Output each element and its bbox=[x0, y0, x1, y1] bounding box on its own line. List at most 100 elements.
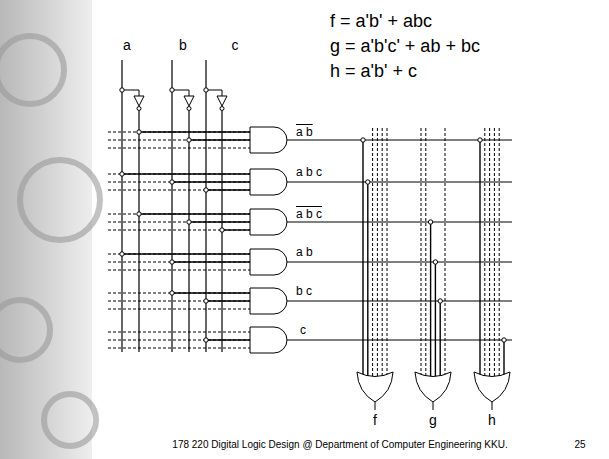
connection-dot bbox=[478, 138, 482, 142]
and-gate bbox=[250, 127, 287, 153]
unused-wire bbox=[445, 128, 446, 377]
unused-wire bbox=[108, 222, 250, 223]
wire bbox=[206, 300, 250, 301]
inverter-bubble bbox=[137, 107, 141, 111]
wire bbox=[287, 222, 512, 223]
wire bbox=[222, 229, 250, 230]
connection-dot bbox=[137, 130, 141, 134]
wire bbox=[122, 90, 139, 96]
wire bbox=[172, 292, 250, 293]
wire bbox=[479, 140, 480, 377]
wire bbox=[492, 402, 493, 410]
wire bbox=[171, 60, 172, 352]
connection-dot bbox=[120, 172, 124, 176]
connection-dot bbox=[170, 260, 174, 264]
wire bbox=[206, 339, 250, 340]
wire bbox=[440, 301, 441, 377]
product-term: a b bbox=[296, 246, 313, 258]
inverter bbox=[217, 96, 227, 106]
connection-dot bbox=[170, 291, 174, 295]
unused-wire bbox=[382, 128, 383, 377]
unused-wire bbox=[108, 214, 250, 215]
wire bbox=[139, 213, 250, 214]
and-gate bbox=[250, 249, 287, 275]
unused-wire bbox=[108, 348, 250, 349]
wire bbox=[121, 60, 122, 352]
unused-wire bbox=[108, 309, 250, 310]
and-gate bbox=[250, 169, 287, 195]
unused-wire bbox=[108, 182, 250, 183]
unused-wire bbox=[372, 128, 373, 377]
connection-dot bbox=[204, 299, 208, 303]
input-name: c bbox=[232, 38, 239, 52]
wire bbox=[433, 402, 434, 410]
unused-wire bbox=[108, 230, 250, 231]
connection-dot bbox=[204, 88, 208, 92]
connection-dot bbox=[433, 260, 437, 264]
unused-wire bbox=[377, 128, 378, 377]
unused-wire bbox=[108, 148, 250, 149]
connection-dot bbox=[428, 220, 432, 224]
input-name: a bbox=[123, 38, 131, 52]
inverter-bubble bbox=[220, 107, 224, 111]
unused-wire bbox=[108, 293, 250, 294]
connection-dot bbox=[120, 88, 124, 92]
and-gate bbox=[250, 288, 287, 314]
equation: h = a'b' + c bbox=[330, 62, 417, 80]
product-term: a b bbox=[296, 124, 313, 138]
product-term: a b c bbox=[296, 166, 322, 178]
unused-wire bbox=[108, 140, 250, 141]
product-term: a b c bbox=[296, 206, 322, 220]
connection-dot bbox=[187, 220, 191, 224]
wire bbox=[367, 182, 368, 377]
inverter bbox=[184, 96, 194, 106]
unused-wire bbox=[489, 128, 490, 377]
wire bbox=[172, 181, 250, 182]
or-gate bbox=[474, 372, 510, 402]
connection-dot bbox=[204, 188, 208, 192]
connection-dot bbox=[220, 228, 224, 232]
wire bbox=[435, 262, 436, 377]
connection-dot bbox=[170, 180, 174, 184]
wire bbox=[172, 90, 189, 96]
wire bbox=[503, 340, 504, 377]
connection-dot bbox=[438, 299, 442, 303]
or-gate bbox=[357, 372, 393, 402]
unused-wire bbox=[108, 270, 250, 271]
equation: g = a'b'c' + ab + bc bbox=[330, 37, 480, 55]
connection-dot bbox=[361, 138, 365, 142]
wire bbox=[122, 253, 250, 254]
connection-dot bbox=[170, 88, 174, 92]
wire bbox=[122, 173, 250, 174]
or-gate bbox=[415, 372, 451, 402]
and-gate bbox=[250, 327, 287, 353]
unused-wire bbox=[108, 132, 250, 133]
unused-wire bbox=[108, 190, 250, 191]
connection-dot bbox=[120, 252, 124, 256]
connection-dot bbox=[187, 138, 191, 142]
unused-wire bbox=[108, 340, 250, 341]
wire bbox=[287, 301, 512, 302]
product-term: c bbox=[300, 324, 306, 336]
unused-wire bbox=[108, 332, 250, 333]
page-number: 25 bbox=[574, 440, 585, 450]
unused-wire bbox=[484, 128, 485, 377]
wire bbox=[139, 131, 250, 132]
wire bbox=[189, 139, 250, 140]
unused-wire bbox=[425, 128, 426, 377]
wire bbox=[362, 140, 363, 377]
wire bbox=[375, 402, 376, 410]
unused-wire bbox=[421, 128, 422, 377]
connection-dot bbox=[204, 338, 208, 342]
footer-text: 178 220 Digital Logic Design @ Departmen… bbox=[172, 440, 507, 450]
wire bbox=[430, 222, 431, 377]
unused-wire bbox=[108, 174, 250, 175]
wire bbox=[138, 111, 139, 352]
output-name: g bbox=[429, 413, 437, 427]
wire bbox=[188, 111, 189, 352]
inverter bbox=[134, 96, 144, 106]
unused-wire bbox=[387, 128, 388, 377]
unused-wire bbox=[108, 301, 250, 302]
